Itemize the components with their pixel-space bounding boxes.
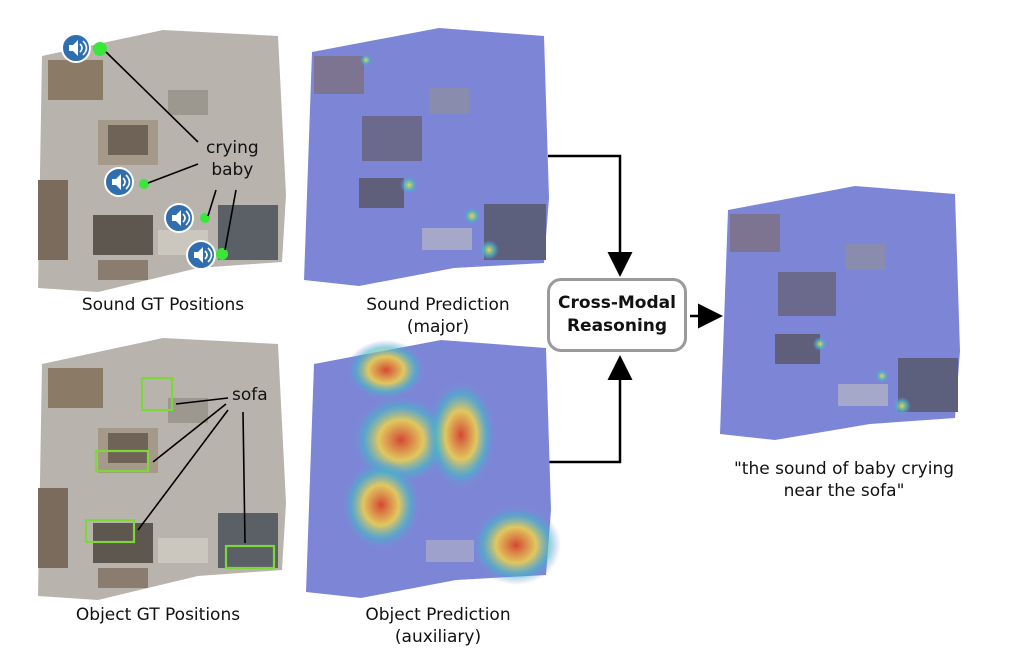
- object-gt-caption: Object GT Positions: [75, 605, 241, 625]
- crying-baby-label: crying baby: [206, 137, 259, 181]
- cross-modal-reasoning-box: Cross-Modal Reasoning: [547, 278, 687, 352]
- sound-pred-panel: [304, 28, 554, 290]
- object-pred-caption-title: Object Prediction: [365, 605, 511, 625]
- final-pred-heatmap: [720, 186, 960, 440]
- sofa-gt-boxes: [84, 376, 276, 570]
- object-pred-heatmap: [306, 340, 561, 598]
- speaker-icon: [104, 167, 134, 197]
- sound-pred-heatmap: [304, 28, 549, 286]
- sound-to-reasoning-arrow: [548, 154, 633, 277]
- sound-pred-caption-title: Sound Prediction: [366, 295, 510, 315]
- sofa-label: sofa: [232, 385, 268, 405]
- final-caption-line2: near the sofa": [783, 481, 905, 501]
- crying-label: crying: [206, 138, 259, 158]
- final-caption-line1: "the sound of baby crying: [733, 459, 955, 479]
- final-caption: "the sound of baby crying near the sofa": [714, 458, 974, 502]
- object-pred-caption: Object Prediction (auxiliary): [338, 604, 538, 648]
- speaker-icon: [164, 203, 194, 233]
- sound-gt-caption: Sound GT Positions: [81, 295, 245, 315]
- baby-label: baby: [211, 160, 254, 180]
- object-pred-panel: [306, 340, 561, 602]
- speaker-icon: [186, 240, 216, 270]
- object-to-reasoning-arrow: [548, 355, 633, 464]
- sound-gt-floorplan: [38, 30, 286, 292]
- object-pred-caption-sub: (auxiliary): [394, 627, 482, 647]
- speaker-icons: [61, 33, 237, 270]
- sound-gt-panel: crying baby: [38, 30, 288, 295]
- object-gt-floorplan: [38, 338, 286, 600]
- reasoning-line2: Reasoning: [566, 316, 668, 336]
- sound-pred-caption-sub: (major): [406, 317, 470, 337]
- speaker-icon: [61, 33, 91, 63]
- final-pred-panel: [720, 186, 970, 442]
- sound-pred-caption: Sound Prediction (major): [338, 294, 538, 338]
- object-gt-panel: sofa: [38, 338, 288, 603]
- reasoning-line1: Cross-Modal: [558, 293, 676, 313]
